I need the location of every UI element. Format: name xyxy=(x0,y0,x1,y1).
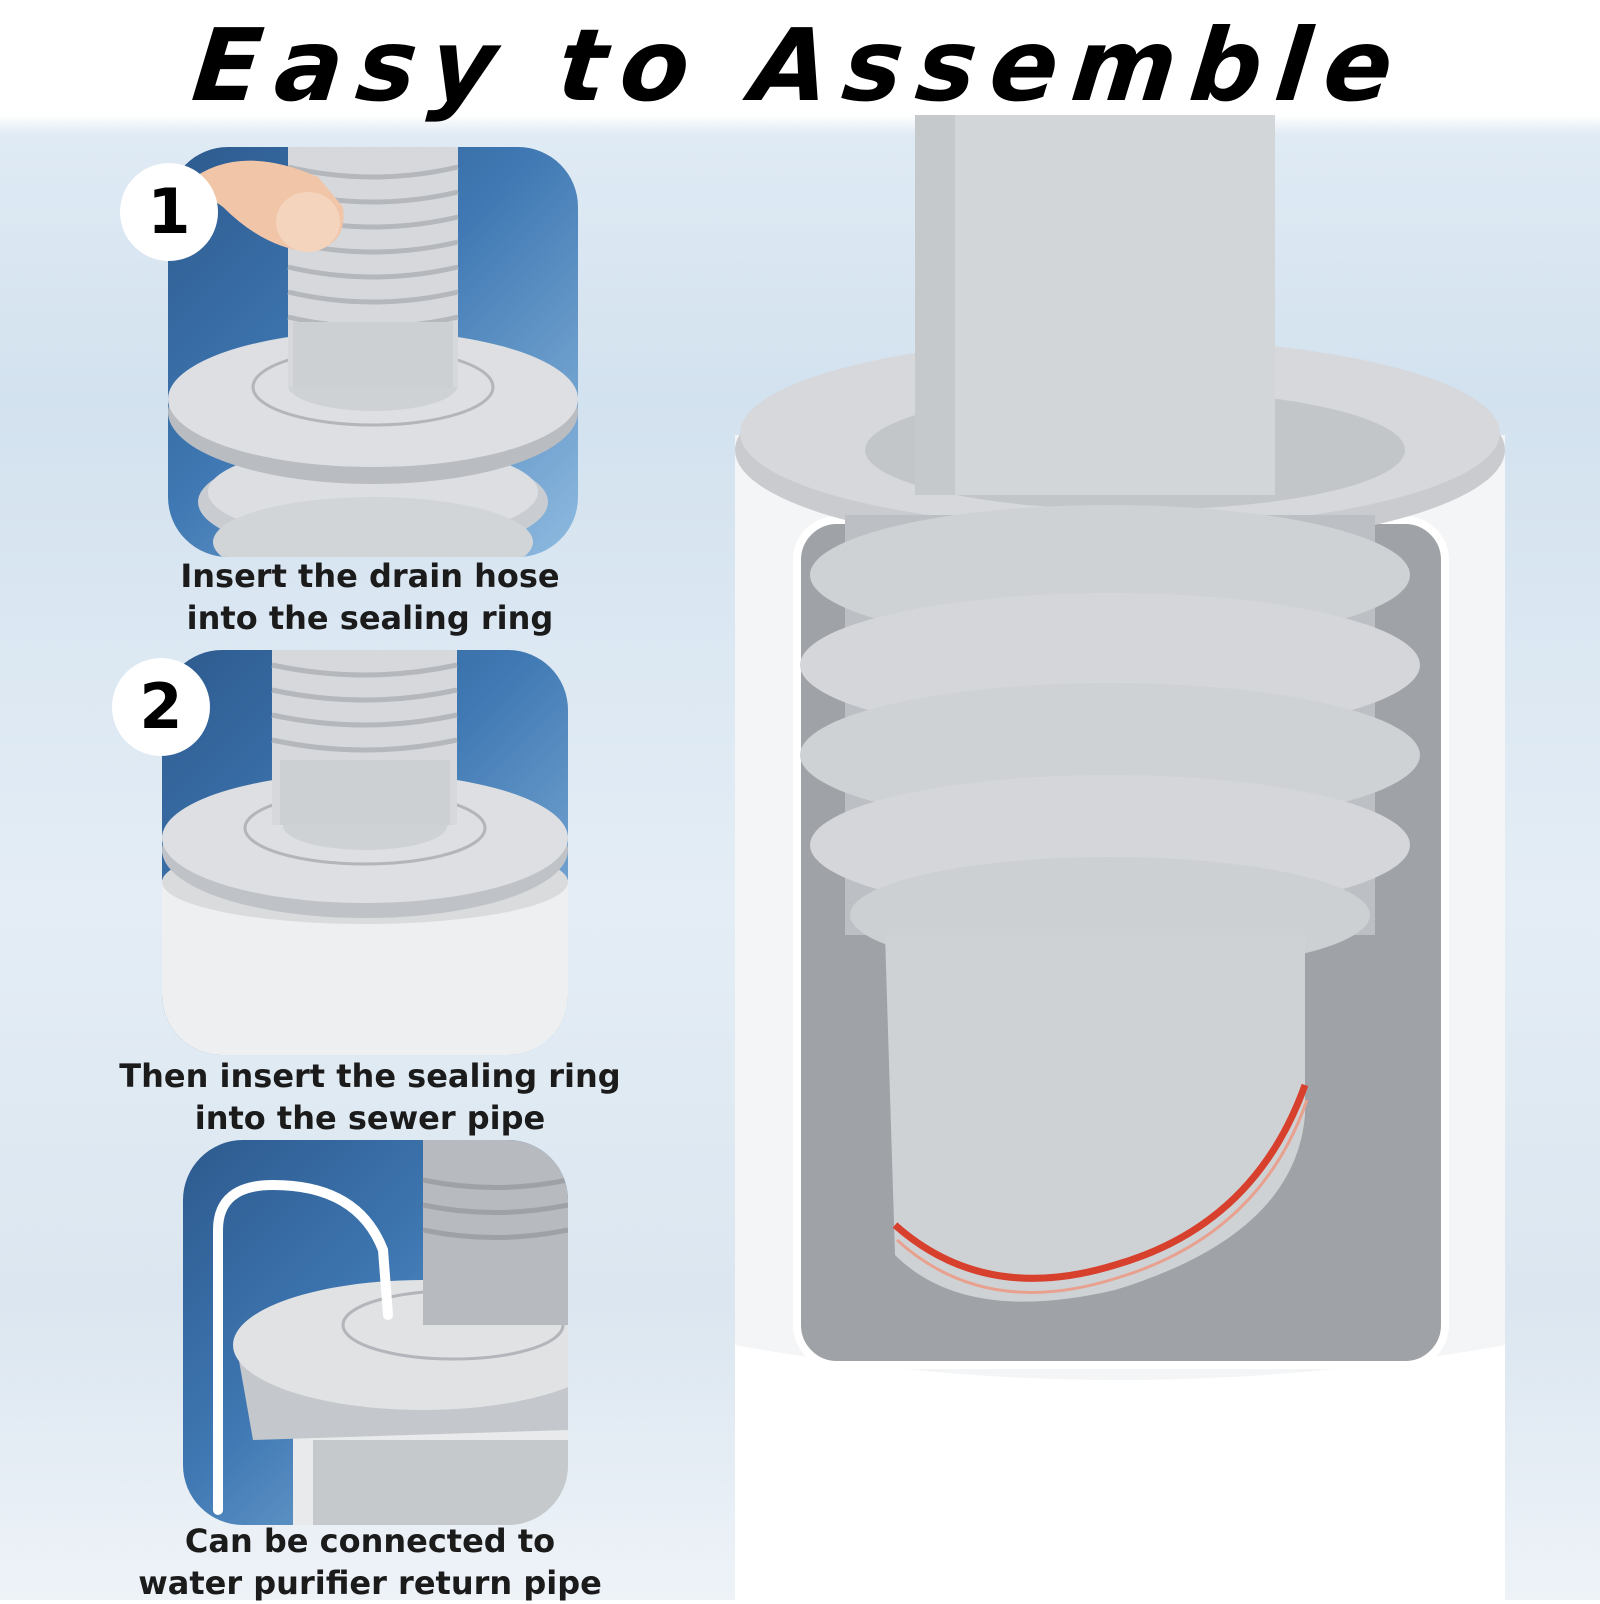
step-1-caption-line-1: Insert the drain hose xyxy=(180,557,560,595)
step-2-badge: 2 xyxy=(112,658,210,756)
step-2-caption-line-1: Then insert the sealing ring xyxy=(119,1057,621,1095)
step-1-badge: 1 xyxy=(120,163,218,261)
drain-hose xyxy=(915,115,1275,495)
step-2-caption: Then insert the sealing ring into the se… xyxy=(110,1055,630,1139)
page-title: Easy to Assemble xyxy=(187,7,1413,124)
seal-bellows xyxy=(800,505,1420,973)
step-3-panel xyxy=(183,1140,568,1525)
step-1-caption: Insert the drain hose into the sealing r… xyxy=(140,555,600,639)
step-3-caption: Can be connected to water purifier retur… xyxy=(130,1520,610,1604)
step-3-caption-line-1: Can be connected to xyxy=(184,1522,556,1560)
step-3-illustration xyxy=(213,1140,568,1525)
step-1-caption-line-2: into the sealing ring xyxy=(186,599,554,637)
step-1-illustration xyxy=(168,147,578,557)
step-2-panel xyxy=(162,650,568,1055)
step-2-illustration xyxy=(162,650,568,1055)
step-2-caption-line-2: into the sewer pipe xyxy=(194,1099,546,1137)
step-1-panel xyxy=(168,147,578,557)
step-3-caption-line-2: water purifier return pipe xyxy=(138,1564,602,1602)
main-product-illustration xyxy=(735,115,1505,1600)
